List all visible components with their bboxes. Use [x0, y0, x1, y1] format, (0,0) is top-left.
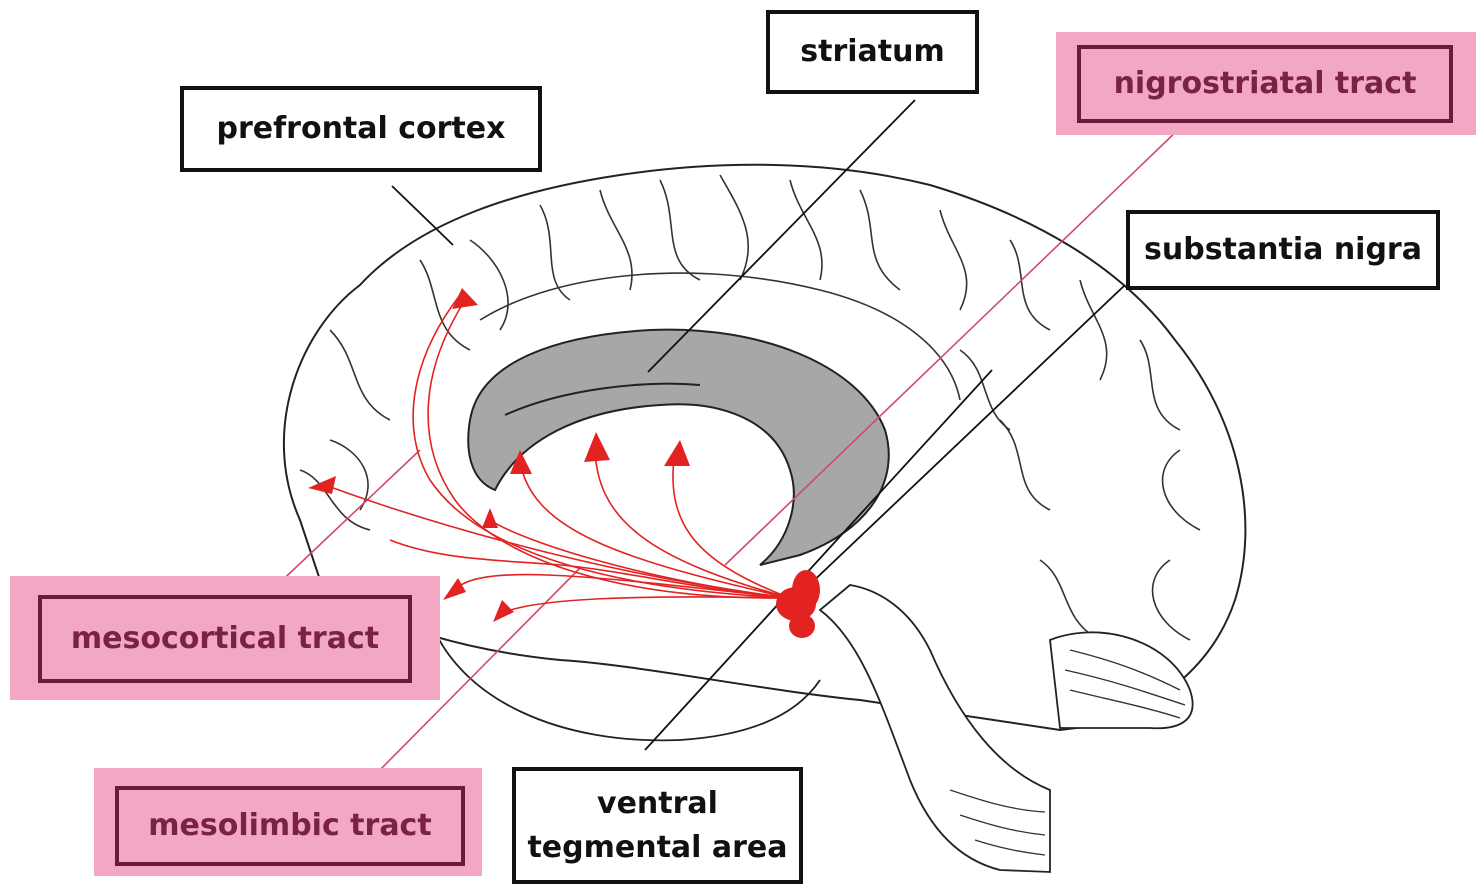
nigrostriatal-tract-label: nigrostriatal tract [1077, 45, 1453, 123]
prefrontal-cortex-label: prefrontal cortex [180, 86, 542, 172]
ventral-tegmental-area-label: ventral tegmental area [512, 767, 803, 884]
prefrontal-cortex-label-text: prefrontal cortex [217, 107, 506, 151]
nigrostriatal-tract-label-text: nigrostriatal tract [1114, 62, 1417, 106]
mesolimbic-tract-label: mesolimbic tract [115, 786, 465, 866]
substantia-nigra-nucleus [792, 570, 820, 610]
mesolimbic-tract-label-text: mesolimbic tract [148, 804, 431, 848]
nucleus-lower [789, 614, 815, 638]
striatum-label-text: striatum [800, 30, 944, 74]
mesocortical-tract-label-text: mesocortical tract [71, 617, 379, 661]
mesocortical-tract-label: mesocortical tract [38, 595, 412, 683]
substantia-nigra-label: substantia nigra [1126, 210, 1440, 290]
striatum-label: striatum [766, 10, 979, 94]
substantia-nigra-label-text: substantia nigra [1144, 228, 1422, 272]
ventral-tegmental-area-label-text: ventral tegmental area [527, 782, 787, 870]
